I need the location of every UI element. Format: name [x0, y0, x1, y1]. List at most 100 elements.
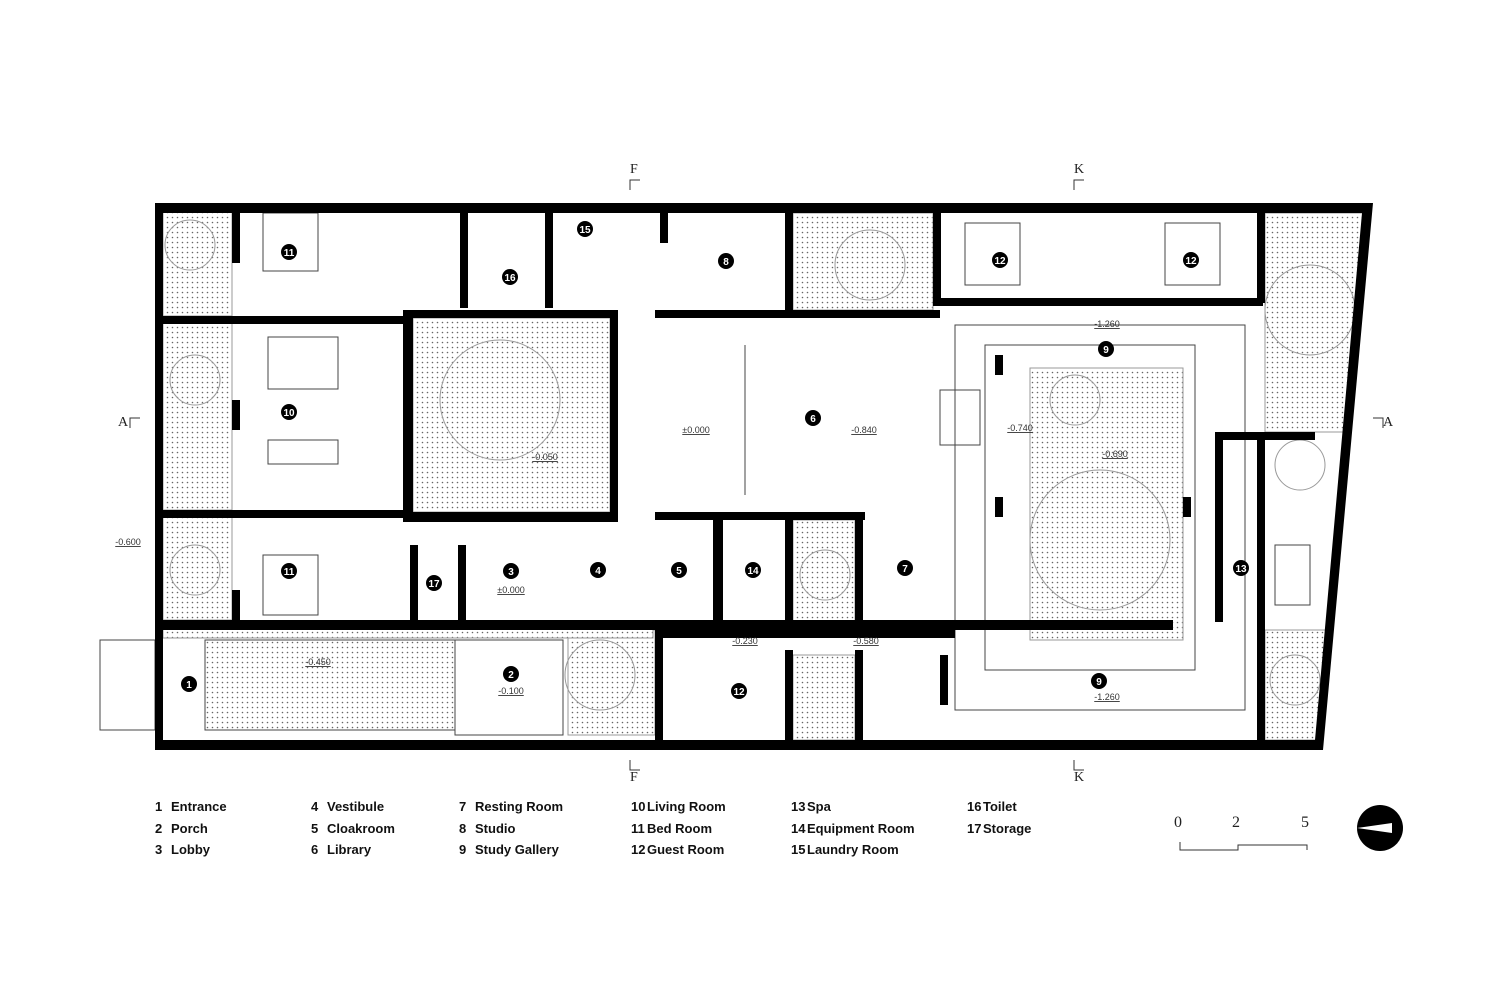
room-number: 17 [428, 579, 440, 590]
room-number: 15 [579, 225, 591, 236]
elevation-label: ±0.000 [497, 585, 524, 595]
legend-label: Entrance [171, 799, 227, 814]
room-number: 2 [508, 670, 514, 681]
room-marker-dot [1098, 341, 1114, 357]
north-arrow-icon [1357, 805, 1403, 851]
room-number: 9 [1096, 677, 1102, 688]
room-marker-dot [590, 562, 606, 578]
legend-label: Vestibule [327, 799, 385, 814]
legend-number: 17 [967, 820, 982, 836]
scale-label-5: 5 [1301, 814, 1309, 831]
room-number: 7 [902, 564, 908, 575]
room-number: 11 [284, 248, 295, 259]
section-mark-f-top: F [630, 162, 638, 177]
tree-symbols [164, 219, 1356, 711]
legend-number: 11 [631, 820, 645, 836]
legend-label: Bed Room [647, 820, 712, 836]
room-number: 4 [595, 566, 601, 577]
room-marker-dot [502, 269, 518, 285]
elevation-label: -1.260 [1094, 319, 1120, 329]
elevation-label: -0.230 [732, 636, 758, 646]
elevation-label: ±0.000 [682, 425, 709, 435]
legend-label: Porch [171, 820, 208, 836]
legend-label: Storage [983, 820, 1032, 836]
elevation-label: -0.600 [115, 537, 141, 547]
room-marker-dot [503, 563, 519, 579]
legend-label: Equipment Room [807, 820, 915, 836]
room-marker-dot [805, 410, 821, 426]
room-marker-dot [718, 253, 734, 269]
room-number: 13 [1235, 564, 1247, 575]
room-marker-dot [897, 560, 913, 576]
room-marker-dot [181, 676, 197, 692]
room-marker-dot [1091, 673, 1107, 689]
section-mark-a-right: A [1383, 415, 1394, 430]
room-marker-dot [281, 563, 297, 579]
legend-item: 2 Porch [155, 821, 227, 843]
legend-number: 4 [311, 799, 319, 814]
section-mark-f-bottom: F [630, 770, 638, 785]
legend-number: 5 [311, 820, 319, 836]
elevation-label: -0.450 [305, 657, 331, 667]
legend-label: Study Gallery [475, 842, 559, 857]
legend-number: 12 [631, 842, 646, 857]
elevation-label: -1.260 [1094, 692, 1120, 702]
room-marker-dot [577, 221, 593, 237]
legend-number: 14 [791, 820, 806, 836]
room-number: 12 [1185, 256, 1197, 267]
room-number: 12 [994, 256, 1006, 267]
room-marker-dot [503, 666, 519, 682]
elevation-marks: ±0.000-0.840-0.740-0.690-0.050-1.260-1.2… [115, 319, 1128, 702]
section-mark-a-left: A [118, 415, 129, 430]
legend-label: Spa [807, 799, 831, 814]
elevation-label: -0.840 [851, 425, 877, 435]
room-marker-dot [281, 244, 297, 260]
room-marker-dot [671, 562, 687, 578]
room-marker-dot [1233, 560, 1249, 576]
legend-label: Resting Room [475, 799, 564, 814]
room-number: 8 [723, 257, 729, 268]
legend-number: 16 [967, 799, 982, 814]
room-number: 3 [508, 567, 514, 578]
room-number: 6 [810, 414, 816, 425]
legend-label: Lobby [171, 842, 210, 857]
legend-number: 1 [155, 799, 163, 814]
legend-label: Living Room [647, 799, 726, 814]
section-lines [129, 179, 1384, 771]
room-marker-dot [426, 575, 442, 591]
elevation-label: -0.100 [498, 686, 524, 696]
legend-label: Library [327, 842, 372, 857]
scale-label-0: 0 [1174, 814, 1182, 831]
room-marker-dot [992, 252, 1008, 268]
room-marker-dot [731, 683, 747, 699]
section-mark-k-top: K [1074, 162, 1085, 177]
room-marker-dot [745, 562, 761, 578]
legend-item: 1 Entrance [155, 799, 227, 821]
legend-number: 10 [631, 799, 646, 814]
room-number: 10 [283, 408, 295, 419]
legend-number: 9 [459, 842, 467, 857]
legend-number: 2 [155, 820, 163, 836]
room-number: 1 [186, 680, 192, 691]
elevation-label: -0.740 [1007, 423, 1033, 433]
legend-number: 15 [791, 842, 806, 857]
legend-number: 13 [791, 799, 806, 814]
scale-label-2: 2 [1232, 814, 1240, 831]
room-number: 12 [733, 687, 745, 698]
